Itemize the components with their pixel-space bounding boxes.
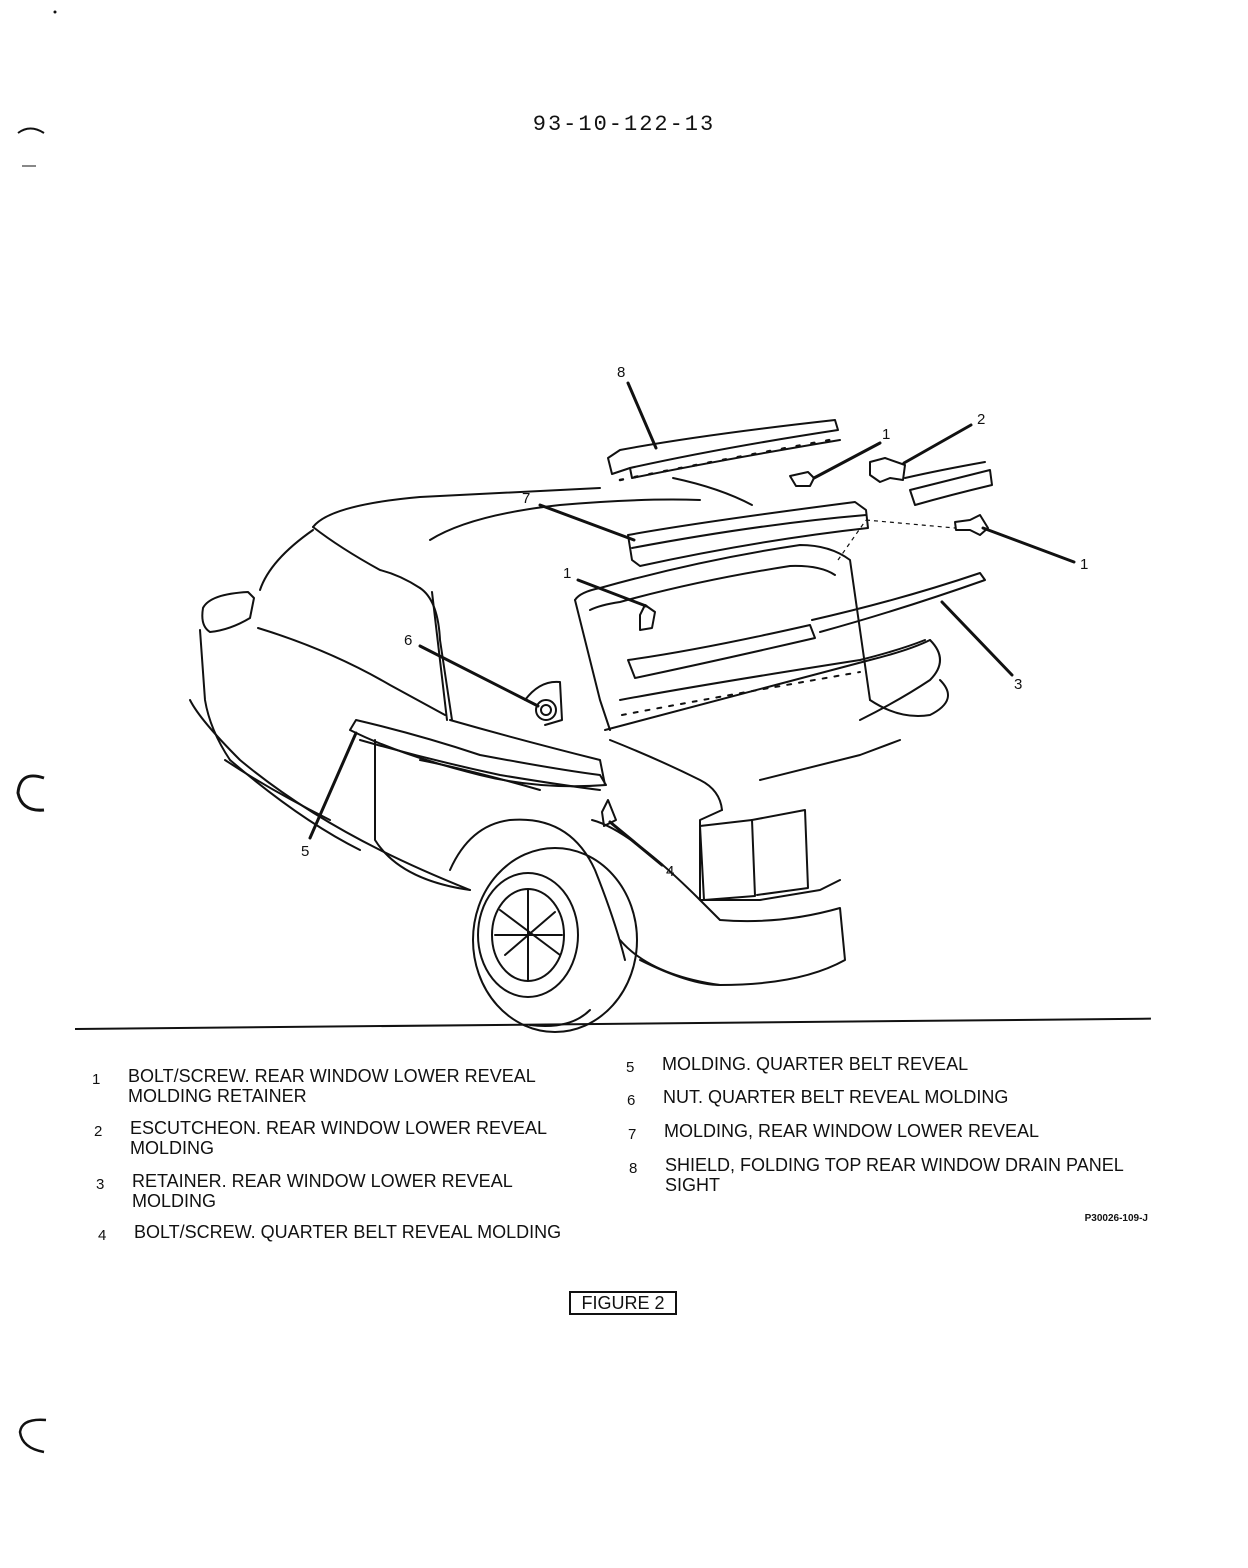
document-number: 93-10-122-13 <box>532 112 716 137</box>
legend-number: 6 <box>627 1092 636 1109</box>
legend-number: 5 <box>626 1059 635 1076</box>
callout-3: 3 <box>1014 676 1023 693</box>
figure-label: FIGURE 2 <box>569 1291 677 1315</box>
callout-6: 6 <box>404 632 413 649</box>
legend-text: MOLDING. QUARTER BELT REVEAL <box>662 1054 969 1074</box>
callout-1-top: 1 <box>882 426 891 443</box>
legend-text: NUT. QUARTER BELT REVEAL MOLDING <box>663 1087 1009 1107</box>
legend-number: 3 <box>96 1176 105 1193</box>
legend-number: 7 <box>628 1126 637 1143</box>
legend-text: SHIELD, FOLDING TOP REAR WINDOW DRAIN PA… <box>665 1155 1124 1195</box>
figure-reference-code: P30026-109-J <box>1084 1213 1148 1224</box>
callout-4: 4 <box>666 863 675 880</box>
callout-1-center: 1 <box>563 565 572 582</box>
legend-number: 4 <box>98 1227 107 1244</box>
callout-8: 8 <box>617 364 626 381</box>
callout-2: 2 <box>977 411 986 428</box>
legend-number: 2 <box>94 1123 103 1140</box>
legend-text: ESCUTCHEON. REAR WINDOW LOWER REVEAL MOL… <box>130 1118 548 1158</box>
scan-margin-marks <box>16 10 57 1454</box>
legend-number: 8 <box>629 1160 638 1177</box>
legend-text: BOLT/SCREW. QUARTER BELT REVEAL MOLDING <box>134 1222 562 1242</box>
callout-7: 7 <box>522 490 531 507</box>
callout-1-right: 1 <box>1080 556 1089 573</box>
legend-text: MOLDING, REAR WINDOW LOWER REVEAL <box>664 1121 1040 1141</box>
legend-text: BOLT/SCREW. REAR WINDOW LOWER REVEAL MOL… <box>128 1066 536 1106</box>
legend-number: 1 <box>92 1071 101 1088</box>
callout-5: 5 <box>301 843 310 860</box>
legend-text: RETAINER. REAR WINDOW LOWER REVEAL MOLDI… <box>132 1171 513 1211</box>
